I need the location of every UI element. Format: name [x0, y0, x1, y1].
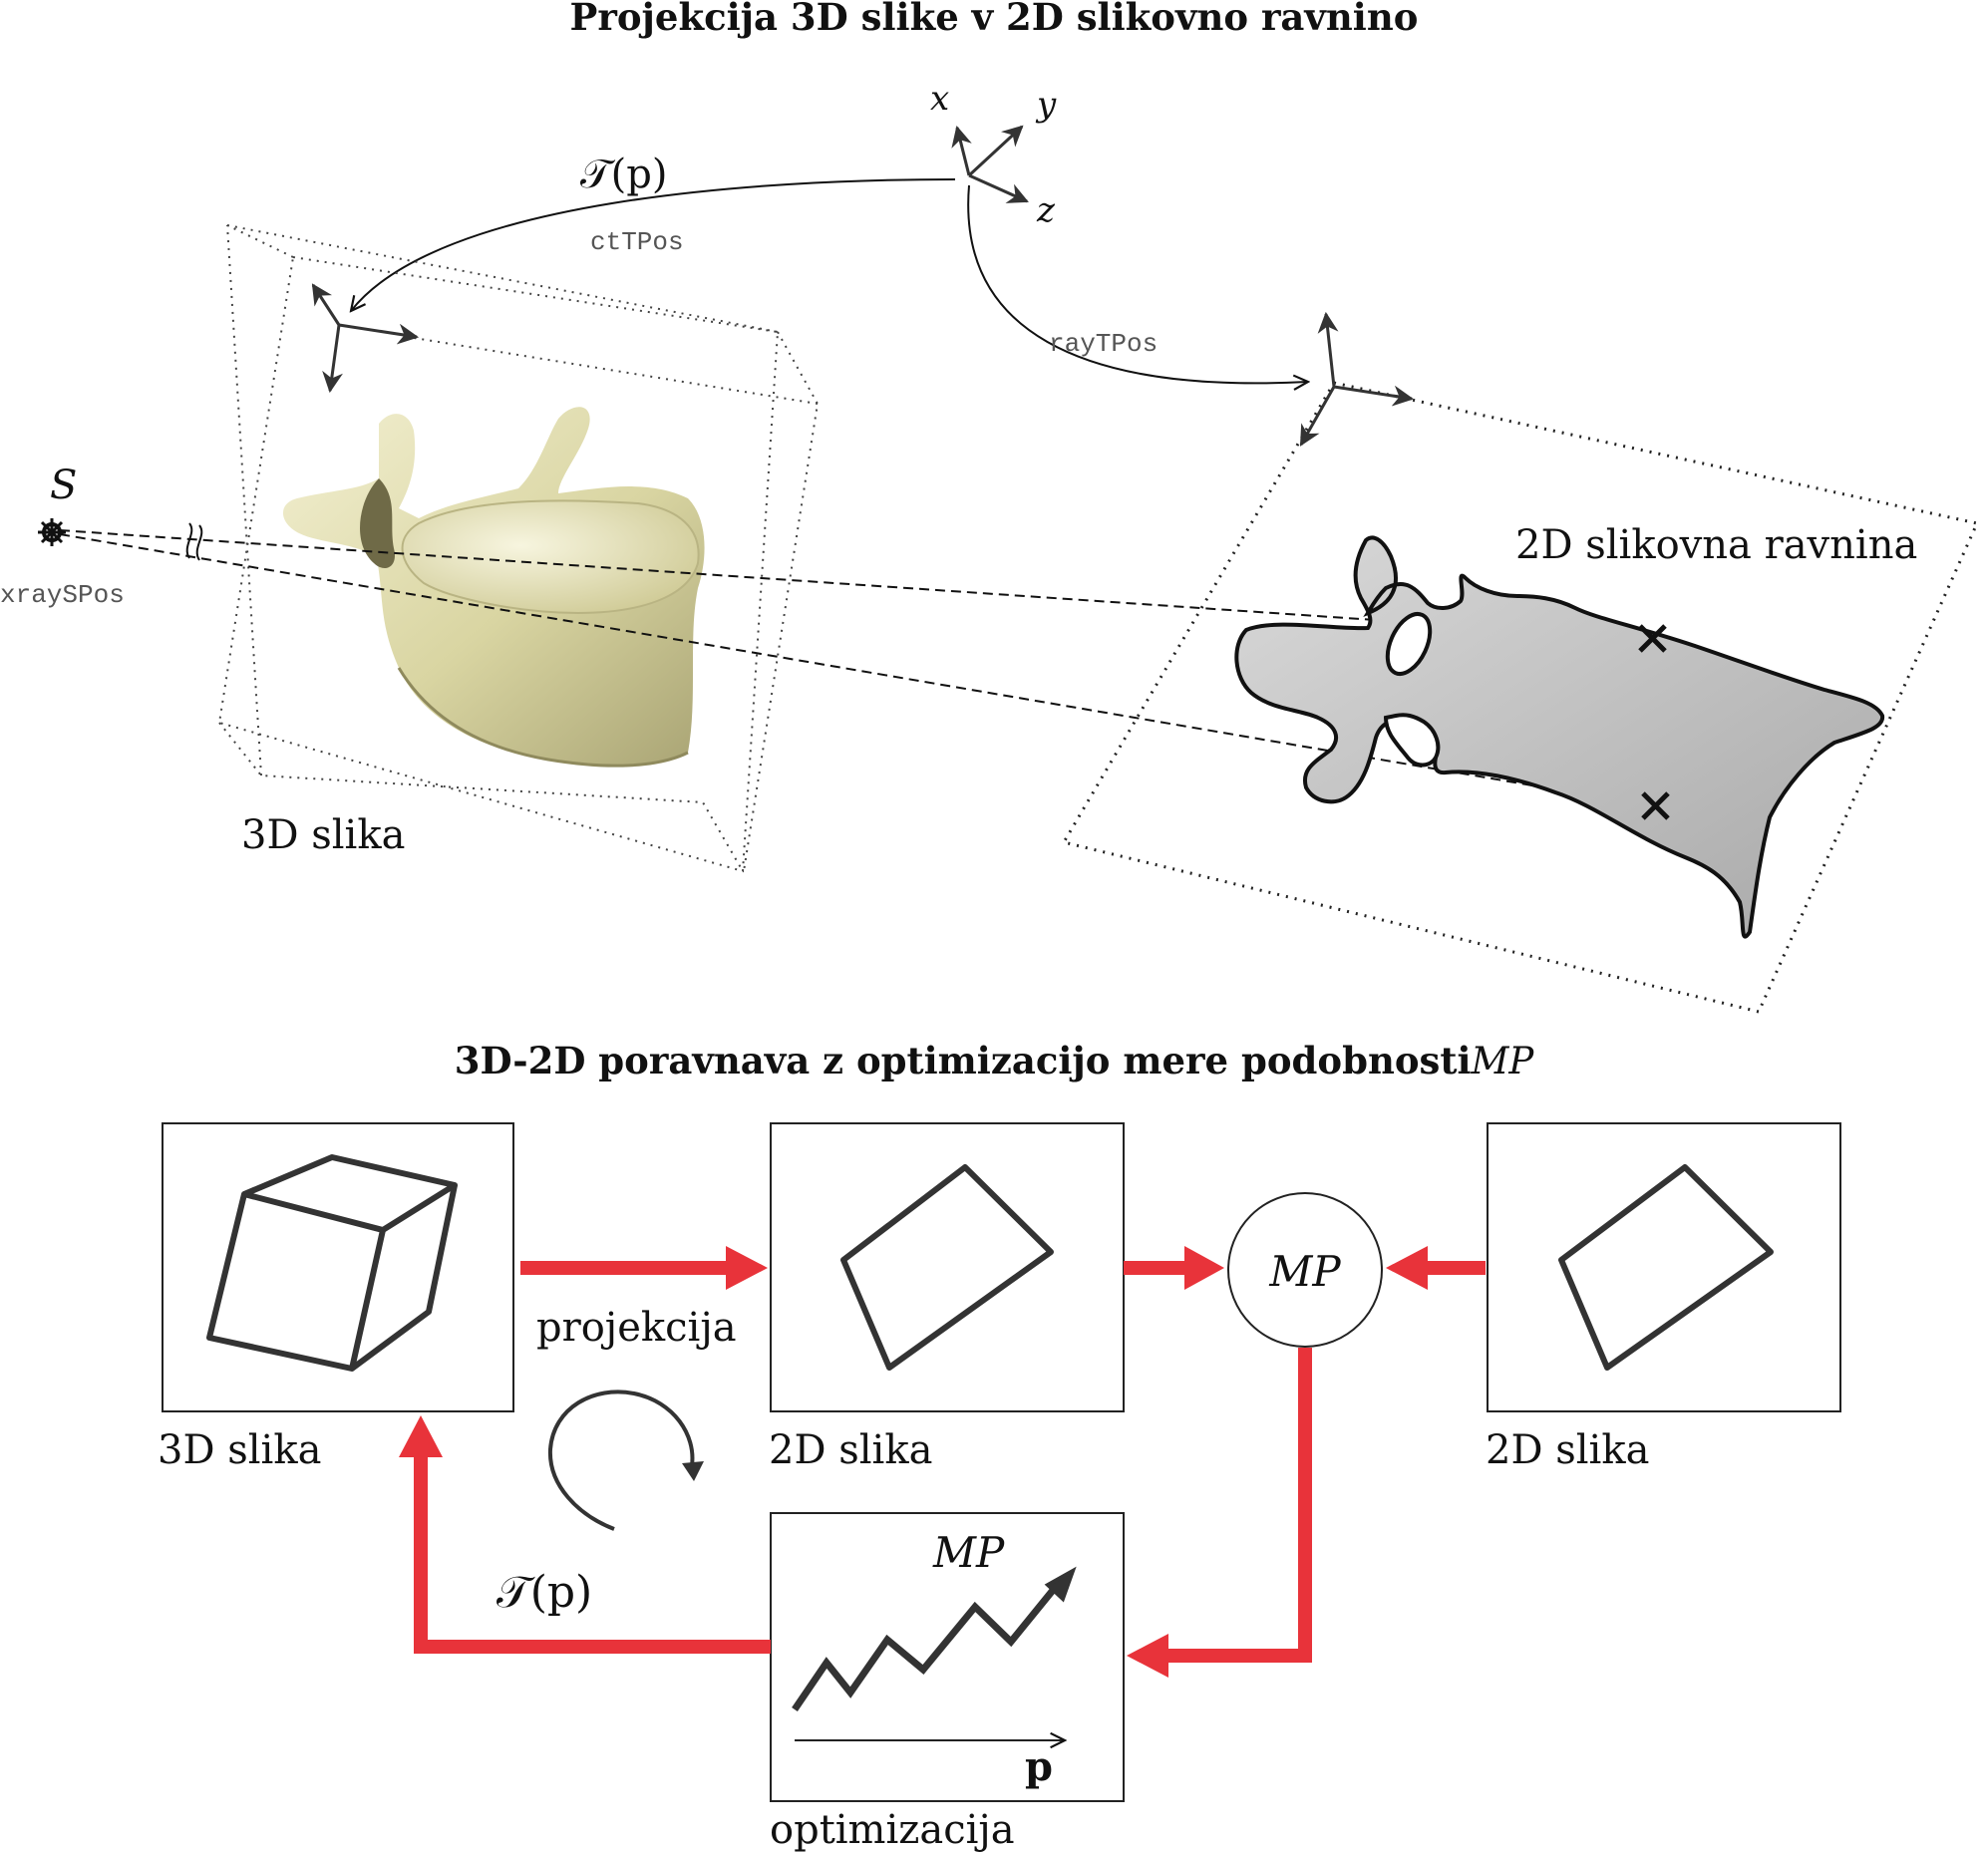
optimization-to-3d-arrow	[399, 1415, 771, 1654]
distance-break-icon	[185, 522, 203, 561]
arrow-to-mp-left	[1124, 1246, 1224, 1290]
projected-shape-icon	[840, 1164, 1054, 1371]
vertebra-3d	[282, 407, 705, 768]
source-pos-label: xraySPos	[0, 580, 125, 610]
projection-label: projekcija	[536, 1305, 737, 1351]
bottom-title-symbol: MP	[1471, 1040, 1535, 1082]
volume-label: 3D slika	[241, 812, 405, 858]
bottom-title: 3D-2D poravnava z optimizacijo mere podo…	[455, 1039, 1535, 1082]
mp-label: MP	[1268, 1247, 1341, 1296]
box-optimization	[770, 1512, 1125, 1802]
cube-icon	[206, 1154, 458, 1372]
bottom-title-text: 3D-2D poravnava z optimizacijo mere podo…	[455, 1039, 1472, 1082]
opt-axis-label: p	[1025, 1743, 1053, 1790]
optimization-label: optimizacija	[770, 1807, 1015, 1853]
mp-node	[1227, 1192, 1383, 1348]
volume-box	[217, 224, 820, 873]
box2-label: 2D slika	[769, 1427, 932, 1473]
world-axes	[951, 125, 1029, 203]
box1-label: 3D slika	[158, 1427, 321, 1473]
transform-label-top: 𝒯(p)	[580, 152, 667, 197]
arrow-to-mp-right	[1386, 1246, 1486, 1290]
optimization-arrowhead-icon	[1044, 1566, 1077, 1603]
mp-to-optimization-arrow	[1127, 1348, 1312, 1678]
axis-z-label: z	[1036, 190, 1056, 230]
axis-y-label: y	[1035, 85, 1057, 125]
xray-shape-icon	[1558, 1164, 1774, 1371]
box-2d-xray	[1487, 1122, 1841, 1412]
transform-arrow	[351, 178, 956, 311]
axis-x-label: x	[930, 79, 949, 119]
ct-pos-label: ctTPos	[590, 227, 684, 257]
ct-axes	[311, 283, 420, 394]
box3-label: 2D slika	[1486, 1427, 1649, 1473]
projection-arrow	[520, 1246, 768, 1290]
detector-axes	[1299, 311, 1415, 447]
plane-label: 2D slikovna ravnina	[1515, 522, 1917, 568]
top-title: Projekcija 3D slike v 2D slikovno ravnin…	[570, 0, 1419, 39]
xray-projection	[1234, 535, 1885, 939]
iteration-loop-icon	[547, 1390, 695, 1531]
iteration-loop-arrowhead-icon	[682, 1461, 704, 1481]
ray-arrow	[967, 184, 1308, 383]
box-2d-drr	[770, 1122, 1125, 1412]
source-label: S	[50, 463, 77, 508]
ray-pos-label: rayTPos	[1049, 329, 1158, 359]
transform-label-bottom: 𝒯(p)	[497, 1567, 592, 1618]
optimization-curve-icon	[792, 1580, 1062, 1711]
detector-hit-marks	[1638, 624, 1670, 820]
xray-source-icon	[38, 518, 66, 546]
opt-chart-label: MP	[932, 1528, 1005, 1577]
